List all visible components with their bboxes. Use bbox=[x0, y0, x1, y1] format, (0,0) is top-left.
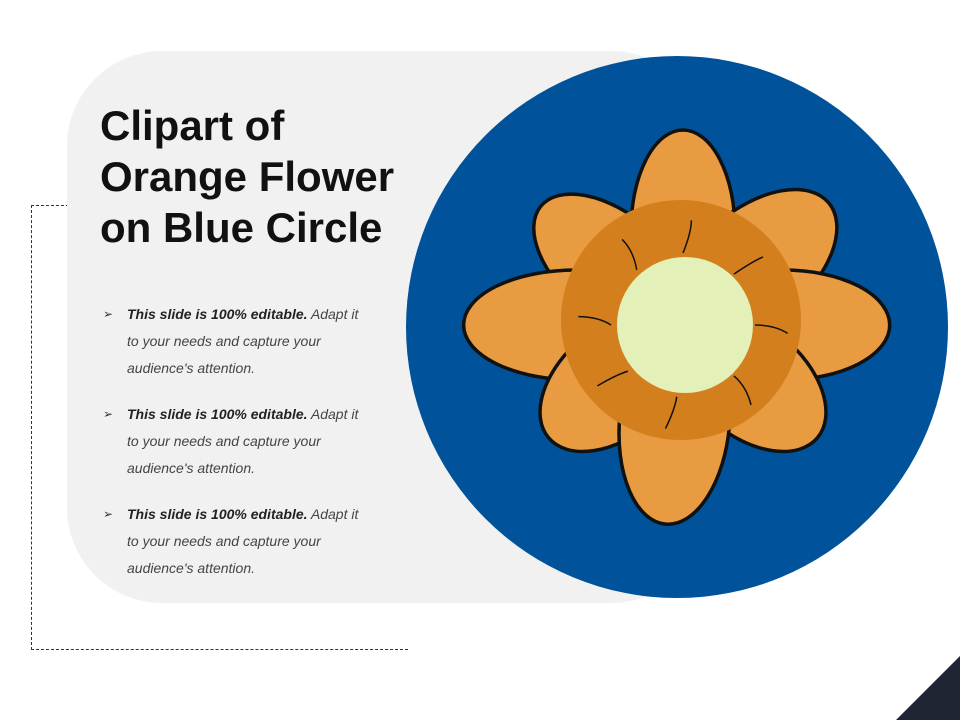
flower-center bbox=[617, 257, 753, 393]
arrow-bullet-icon: ➢ bbox=[103, 507, 114, 521]
bullet-text: Adapt it bbox=[307, 406, 359, 422]
bullet-text: Adapt it bbox=[307, 306, 359, 322]
petal-veins bbox=[578, 220, 789, 429]
bullet-list: ➢ This slide is 100% editable. Adapt it … bbox=[103, 301, 393, 601]
bullet-text: audience's attention. bbox=[127, 560, 255, 576]
bullet-text: audience's attention. bbox=[127, 460, 255, 476]
petal-vein bbox=[578, 315, 612, 326]
bullet-text: to your needs and capture your bbox=[127, 333, 321, 349]
bullet-text: to your needs and capture your bbox=[127, 533, 321, 549]
title-line-2: Orange Flower bbox=[100, 153, 395, 200]
arrow-bullet-icon: ➢ bbox=[103, 307, 114, 321]
bullet-bold-text: This slide is 100% editable. bbox=[127, 506, 308, 522]
title-line-1: Clipart of bbox=[100, 102, 285, 149]
bullet-bold-text: This slide is 100% editable. bbox=[127, 306, 308, 322]
bullet-text: Adapt it bbox=[307, 506, 359, 522]
petal-vein bbox=[682, 220, 693, 254]
bullet-item: ➢ This slide is 100% editable. Adapt it … bbox=[103, 501, 393, 601]
bullet-bold-text: This slide is 100% editable. bbox=[127, 406, 308, 422]
petal-vein bbox=[733, 256, 764, 275]
petal-vein bbox=[621, 238, 638, 270]
petal-vein bbox=[754, 324, 789, 335]
petal-vein bbox=[664, 396, 678, 429]
corner-decoration bbox=[896, 656, 960, 720]
slide-title: Clipart of Orange Flower on Blue Circle bbox=[100, 100, 420, 253]
arrow-bullet-icon: ➢ bbox=[103, 407, 114, 421]
petal-vein bbox=[597, 370, 629, 387]
bullet-item: ➢ This slide is 100% editable. Adapt it … bbox=[103, 301, 393, 401]
title-line-3: on Blue Circle bbox=[100, 204, 383, 251]
petal-vein bbox=[733, 375, 752, 406]
bullet-item: ➢ This slide is 100% editable. Adapt it … bbox=[103, 401, 393, 501]
bullet-text: to your needs and capture your bbox=[127, 433, 321, 449]
bullet-text: audience's attention. bbox=[127, 360, 255, 376]
